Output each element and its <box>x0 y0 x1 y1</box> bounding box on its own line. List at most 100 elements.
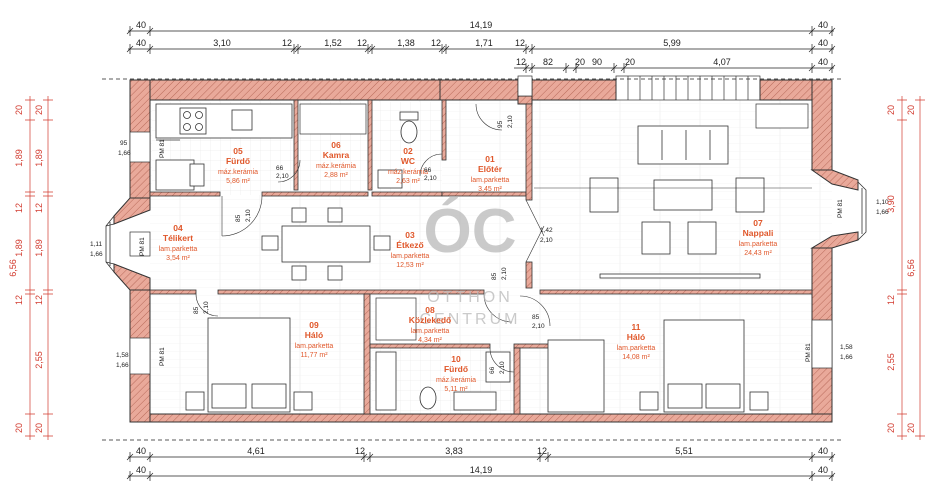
bed-09 <box>185 317 313 413</box>
room-area: 2,88 m² <box>324 172 348 179</box>
outer-walls <box>113 79 859 423</box>
room-floor: lam.parketta <box>471 177 510 184</box>
dim-segment: 5,99 <box>663 38 681 48</box>
room-number: 05 <box>233 146 243 156</box>
dim-vertical: 20 <box>886 105 896 115</box>
door-width-label: 85 <box>193 306 200 314</box>
watermark-logo: ÓC <box>424 197 517 266</box>
dim-segment: 20 <box>575 57 585 67</box>
dim-edge: 40 <box>136 465 146 475</box>
room-area: 11,77 m² <box>300 352 328 359</box>
room-label-06: 06 Kamra máz.kerámia 2,88 m² <box>316 140 356 179</box>
door-width-label: 85 <box>491 272 498 280</box>
window-width-label: 95 <box>120 140 128 147</box>
dim-edge: 40 <box>818 57 828 67</box>
room-floor: máz.kerámia <box>436 377 476 384</box>
right-dimension-lines <box>897 96 925 440</box>
room-number: 04 <box>173 223 183 233</box>
room-number: 02 <box>403 146 413 156</box>
room-name: Fürdő <box>444 364 468 374</box>
dim-total-vertical: 6,56 <box>906 259 916 277</box>
dim-edge: 40 <box>136 38 146 48</box>
dim-edge: 40 <box>818 38 828 48</box>
window-width-label: 1,58 <box>840 344 853 351</box>
dim-vertical: 20 <box>34 423 44 433</box>
room-name: Télikert <box>163 233 193 243</box>
room-number: 07 <box>753 218 763 228</box>
room-name: Étkező <box>396 240 423 250</box>
room-number: 01 <box>485 154 495 164</box>
door-height-label: 2,10 <box>532 323 545 330</box>
door-width-label: 85 <box>235 214 242 222</box>
window-width-label: 1,11 <box>90 241 103 248</box>
room-area: 3,54 m² <box>166 255 190 262</box>
watermark-line1: OTTHON <box>427 289 513 306</box>
pantry-shelf <box>299 103 367 135</box>
dim-segment: 12 <box>357 38 367 48</box>
dim-vertical: 20 <box>34 105 44 115</box>
room-floor: lam.parketta <box>411 328 450 335</box>
dim-vertical: 12 <box>34 295 44 305</box>
toilet-wc <box>377 111 419 189</box>
room-floor: lam.parketta <box>739 241 778 248</box>
room-floor: máz.kerámia <box>218 169 258 176</box>
dim-segment: 3,10 <box>213 38 231 48</box>
room-number: 03 <box>405 230 415 240</box>
room-name: WC <box>401 156 415 166</box>
door-height-label: 2,10 <box>507 115 514 128</box>
dim-segment: 1,52 <box>324 38 342 48</box>
dim-vertical: 1,89 <box>14 149 24 167</box>
room-area: 5,86 m² <box>226 178 250 185</box>
dim-segment: 20 <box>625 57 635 67</box>
left-dimension-lines <box>25 96 53 440</box>
stair-steps <box>615 75 761 101</box>
door-height-label: 2,10 <box>499 361 506 374</box>
room-area: 2,63 m² <box>396 178 420 185</box>
dim-segment: 1,38 <box>397 38 415 48</box>
dim-segment: 5,51 <box>675 446 693 456</box>
room-label-07: 07 Nappali lam.parketta 24,43 m² <box>739 218 778 257</box>
top-dimension-row-2 <box>126 44 836 54</box>
door-width-label: 66 <box>489 366 496 374</box>
room-label-08: 08 Közlekedő lam.parketta 4,34 m² <box>409 305 452 344</box>
room-floor: máz.kerámia <box>316 163 356 170</box>
bay-window-right <box>857 181 867 241</box>
room-label-09: 09 Háló lam.parketta 11,77 m² <box>295 320 334 359</box>
door-height-label: 2,10 <box>501 267 508 280</box>
dim-segment: 12 <box>516 57 526 67</box>
room-floor: lam.parketta <box>159 246 198 253</box>
room-area: 4,34 m² <box>418 337 442 344</box>
room-number: 11 <box>632 322 641 332</box>
room-name: Nappali <box>743 228 774 238</box>
dim-edge: 40 <box>818 465 828 475</box>
top-dimension-row-1 <box>126 26 836 36</box>
dim-vertical: 2,55 <box>34 351 44 369</box>
window-marks <box>129 75 833 375</box>
room-floor: máz.kerámia <box>388 169 428 176</box>
dim-segment: 12 <box>282 38 292 48</box>
door-width-label: 85 <box>532 314 540 321</box>
room-label-03: 03 Étkező lam.parketta 12,53 m² <box>391 230 430 269</box>
opening-labels: 95 1,66 PM 81 1,11 1,66 PM 81 1,58 1,66 … <box>90 115 889 374</box>
dim-segment: 4,61 <box>247 446 265 456</box>
bathroom-10-furniture <box>375 351 511 411</box>
living-room-furniture <box>589 125 765 279</box>
dim-segment: 4,07 <box>713 57 731 67</box>
dim-vertical: 12 <box>886 295 896 305</box>
dim-vertical: 20 <box>906 105 916 115</box>
door-height-label: 2,10 <box>203 301 210 314</box>
dim-segment: 90 <box>592 57 602 67</box>
dim-edge: 40 <box>136 446 146 456</box>
dim-vertical: 12 <box>14 203 24 213</box>
room-area: 12,53 m² <box>396 262 424 269</box>
door-width-label: 66 <box>276 165 284 172</box>
inner-walls <box>149 99 813 415</box>
window-height-label: 1,66 <box>90 251 103 258</box>
window-height-label: 1,66 <box>118 150 131 157</box>
dim-segment: 12 <box>355 446 365 456</box>
room-area: 5,11 m² <box>444 386 468 393</box>
dim-vertical: 1,89 <box>34 149 44 167</box>
bed-11 <box>547 319 769 413</box>
window-height-label: 1,66 <box>876 209 889 216</box>
